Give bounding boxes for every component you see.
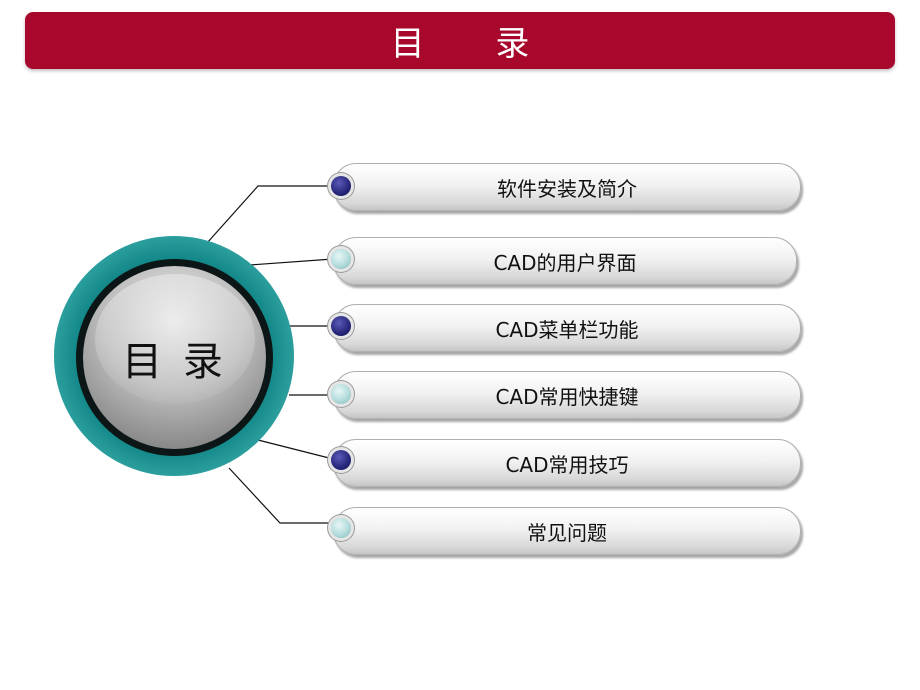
hub-disc [83, 266, 266, 449]
hub-highlight [95, 274, 255, 404]
menu-item-label: 软件安装及简介 [497, 176, 637, 201]
bullet-light-icon [331, 518, 351, 538]
menu-item-menu-bar[interactable]: CAD菜单栏功能 [333, 304, 801, 352]
connector-line-2 [249, 258, 334, 266]
connector-line-1 [206, 185, 333, 244]
connector-line-6 [228, 467, 333, 524]
menu-item-shortcuts[interactable]: CAD常用快捷键 [333, 371, 801, 419]
menu-item-label: CAD常用技巧 [505, 452, 629, 477]
page-title: 目 录 [390, 24, 560, 64]
bullet-light-icon [331, 249, 351, 269]
menu-item-faq[interactable]: 常见问题 [333, 507, 801, 555]
bullet-dark-icon [331, 316, 351, 336]
menu-item-label: CAD的用户界面 [493, 250, 637, 275]
menu-item-label: CAD菜单栏功能 [495, 317, 639, 342]
connector-line-5 [257, 439, 334, 460]
bullet-dark-icon [331, 176, 351, 196]
bullet-light-icon [331, 384, 351, 404]
menu-item-user-interface[interactable]: CAD的用户界面 [333, 237, 797, 285]
bullet-dark-icon [331, 450, 351, 470]
menu-item-label: CAD常用快捷键 [495, 384, 639, 409]
menu-item-label: 常见问题 [527, 520, 607, 545]
hub-label: 目 录 [122, 338, 227, 385]
menu-item-tips[interactable]: CAD常用技巧 [333, 439, 801, 487]
title-bar: 目 录 [25, 12, 895, 69]
menu-item-software-install[interactable]: 软件安装及简介 [333, 163, 801, 211]
